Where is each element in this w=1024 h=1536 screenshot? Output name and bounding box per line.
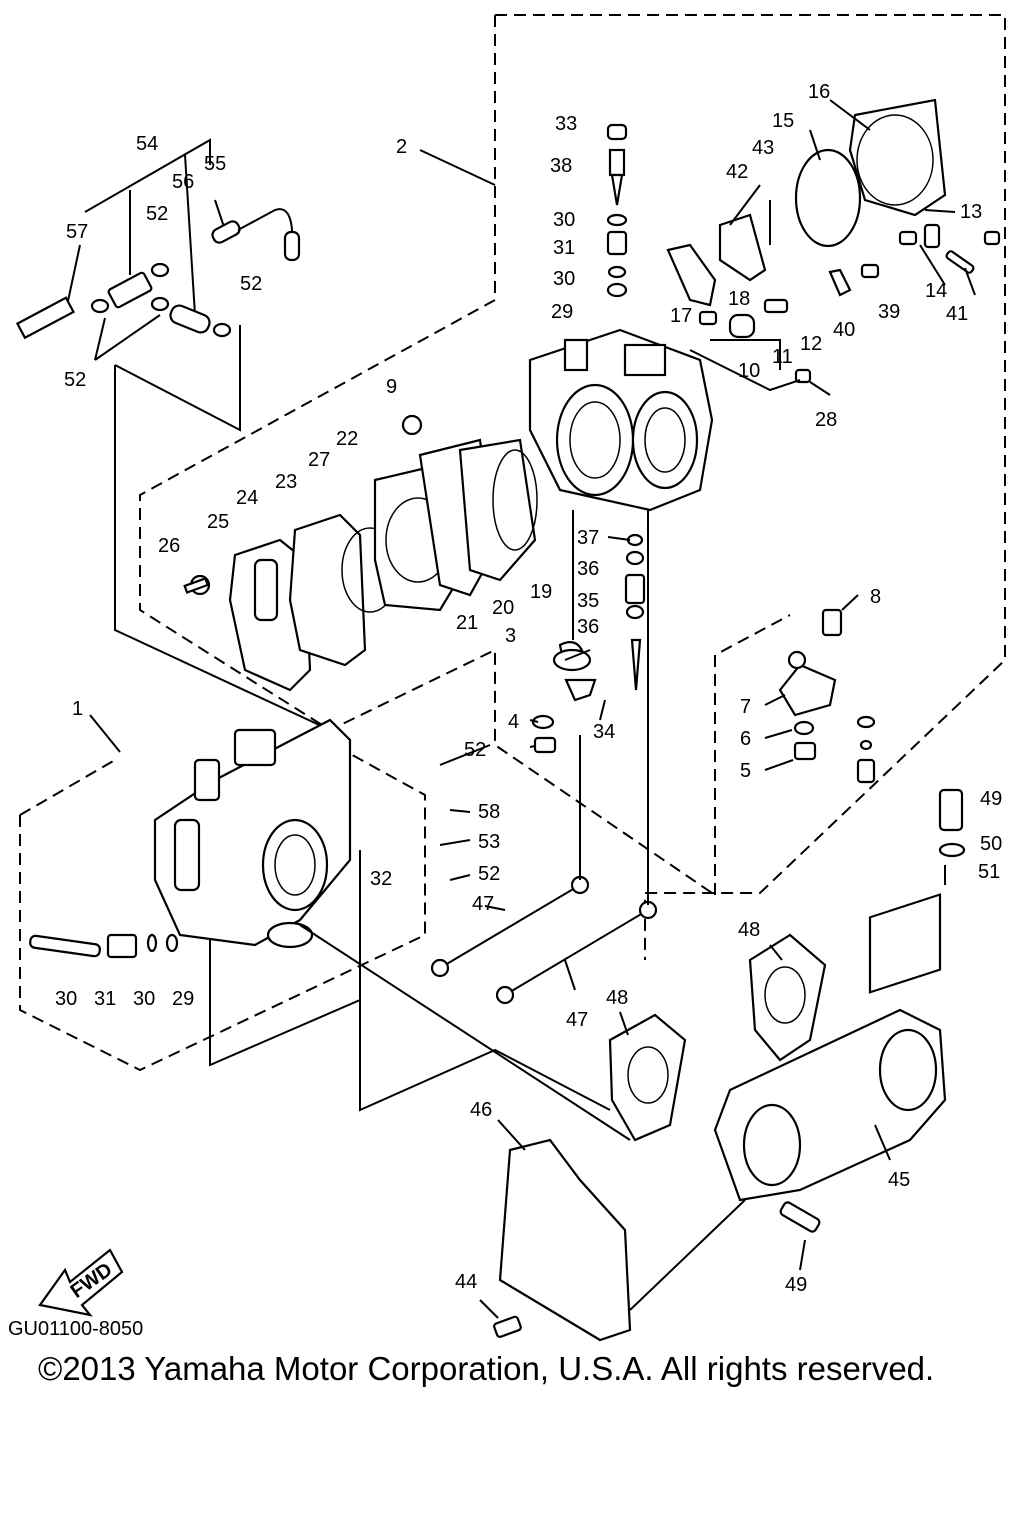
callout-56: 56 xyxy=(172,171,194,193)
callout-3: 3 xyxy=(505,625,516,647)
callout-13: 13 xyxy=(960,201,982,223)
callout-24: 24 xyxy=(236,487,258,509)
callout-29-upper: 29 xyxy=(551,301,573,323)
callout-18: 18 xyxy=(728,288,750,310)
callout-48-upper: 48 xyxy=(738,919,760,941)
callout-47-lower: 47 xyxy=(566,1009,588,1031)
copyright-notice: ©2013 Yamaha Motor Corporation, U.S.A. A… xyxy=(38,1350,935,1387)
callout-38: 38 xyxy=(550,155,572,177)
callout-28: 28 xyxy=(815,409,837,431)
leader-lines xyxy=(89,99,976,1319)
callout-33: 33 xyxy=(555,113,577,135)
pump-diaphragm-parts xyxy=(666,98,1001,384)
callout-52-a: 52 xyxy=(146,203,168,225)
callout-31-upper: 31 xyxy=(553,237,575,259)
callout-30-lower-b: 30 xyxy=(133,988,155,1010)
callout-17: 17 xyxy=(670,305,692,327)
callout-32: 32 xyxy=(370,868,392,890)
callout-20: 20 xyxy=(492,597,514,619)
callout-36-b: 36 xyxy=(577,616,599,638)
callout-11: 11 xyxy=(772,346,793,368)
callout-53: 53 xyxy=(478,831,500,853)
callout-31-lower: 31 xyxy=(94,988,116,1010)
callout-19: 19 xyxy=(530,581,552,603)
callout-30-upper-b: 30 xyxy=(553,268,575,290)
intake-manifold xyxy=(493,893,947,1342)
callout-1: 1 xyxy=(72,698,83,720)
callout-2: 2 xyxy=(396,136,407,158)
small-parts xyxy=(29,123,966,959)
callout-52-b: 52 xyxy=(240,273,262,295)
callout-5: 5 xyxy=(740,760,751,782)
callout-labels: 1 2 3 4 5 6 7 8 9 10 11 12 13 14 15 16 1… xyxy=(55,81,1002,1296)
callout-54: 54 xyxy=(136,133,158,155)
callout-30-lower-a: 30 xyxy=(55,988,77,1010)
callout-46: 46 xyxy=(470,1099,492,1121)
callout-26: 26 xyxy=(158,535,180,557)
document-code: GU01100-8050 xyxy=(8,1318,144,1340)
callout-57: 57 xyxy=(66,221,88,243)
upper-carburetor-body xyxy=(528,328,714,512)
callout-16: 16 xyxy=(808,81,830,103)
lower-carburetor-body xyxy=(153,718,352,949)
callout-35: 35 xyxy=(577,590,599,612)
callout-36-a: 36 xyxy=(577,558,599,580)
callout-51: 51 xyxy=(978,861,1000,883)
callout-29-lower: 29 xyxy=(172,988,194,1010)
callout-49-upper: 49 xyxy=(980,788,1002,810)
callout-45: 45 xyxy=(888,1169,910,1191)
pump-cover-stack xyxy=(183,414,538,692)
callout-49-lower: 49 xyxy=(785,1274,807,1296)
fuel-fitting-set xyxy=(15,138,331,731)
callout-55: 55 xyxy=(204,153,226,175)
callout-8: 8 xyxy=(870,586,881,608)
callout-7: 7 xyxy=(740,696,751,718)
callout-47-upper: 47 xyxy=(472,893,494,915)
callout-52-e: 52 xyxy=(478,863,500,885)
callout-40: 40 xyxy=(833,319,855,341)
fwd-arrow-icon: FWD xyxy=(38,1248,124,1317)
callout-14: 14 xyxy=(925,280,947,302)
assembly-1-boundary xyxy=(19,739,426,1072)
callout-42: 42 xyxy=(726,161,748,183)
callout-23: 23 xyxy=(275,471,297,493)
callout-22: 22 xyxy=(336,428,358,450)
callout-21: 21 xyxy=(456,612,478,634)
callout-25: 25 xyxy=(207,511,229,533)
callout-10: 10 xyxy=(738,360,760,382)
callout-44: 44 xyxy=(455,1271,477,1293)
callout-48-lower: 48 xyxy=(606,987,628,1009)
callout-41: 41 xyxy=(946,303,968,325)
callout-34: 34 xyxy=(593,721,615,743)
callout-52-d: 52 xyxy=(464,739,486,761)
callout-39: 39 xyxy=(878,301,900,323)
callout-58: 58 xyxy=(478,801,500,823)
callout-43: 43 xyxy=(752,137,774,159)
callout-4: 4 xyxy=(508,711,519,733)
callout-9: 9 xyxy=(386,376,397,398)
callout-27: 27 xyxy=(308,449,330,471)
callout-52-c: 52 xyxy=(64,369,86,391)
callout-6: 6 xyxy=(740,728,751,750)
callout-15: 15 xyxy=(772,110,794,132)
callout-30-upper-a: 30 xyxy=(553,209,575,231)
callout-50: 50 xyxy=(980,833,1002,855)
linkage-rods xyxy=(430,510,658,1005)
callout-37: 37 xyxy=(577,527,599,549)
callout-12: 12 xyxy=(800,333,822,355)
